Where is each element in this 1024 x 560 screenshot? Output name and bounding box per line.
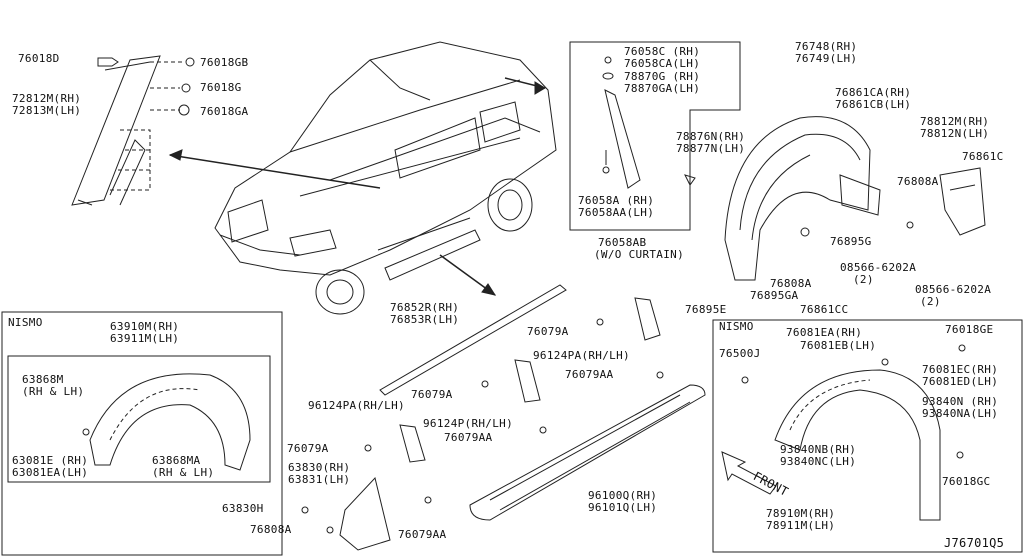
label-08566-a: 08566-6202A bbox=[840, 261, 917, 274]
label-78870g: 78870G (RH) bbox=[624, 70, 701, 83]
mud-guard-front bbox=[301, 476, 391, 551]
label-63910m: 63910M(RH) bbox=[110, 320, 180, 333]
label-76018g: 76018G bbox=[200, 81, 242, 94]
garnish-strip bbox=[71, 55, 161, 206]
label-63868ma: 63868MA bbox=[152, 454, 201, 467]
label-76861c: 76861C bbox=[962, 150, 1004, 163]
label-76808a-3: 76808A bbox=[250, 523, 292, 536]
label-76081eb: 76081EB(LH) bbox=[800, 339, 877, 352]
label-76895e: 76895E bbox=[685, 303, 727, 316]
label-96124p: 96124P(RH/LH) bbox=[423, 417, 513, 430]
label-wo-curtain: (W/O CURTAIN) bbox=[594, 248, 684, 261]
clip-76018g-icon bbox=[181, 83, 191, 93]
label-96124pa-1: 96124PA(RH/LH) bbox=[533, 349, 630, 362]
label-76861cb: 76861CB(LH) bbox=[835, 98, 912, 111]
label-78876n: 78876N(RH) bbox=[676, 130, 746, 143]
label-76808a-1: 76808A bbox=[897, 175, 939, 188]
label-76079aa-2: 76079AA bbox=[444, 431, 493, 444]
label-78877n: 78877N(LH) bbox=[676, 142, 746, 155]
label-63081e: 63081E (RH) bbox=[12, 454, 89, 467]
label-76895ga: 76895GA bbox=[750, 289, 799, 302]
label-76018gc: 76018GC bbox=[942, 475, 991, 488]
label-76500j: 76500J bbox=[719, 347, 761, 360]
label-76081ea: 76081EA(RH) bbox=[786, 326, 863, 339]
label-63830h: 63830H bbox=[222, 502, 264, 515]
label-72813m: 72813M(LH) bbox=[12, 104, 82, 117]
label-78910m: 78910M(RH) bbox=[766, 507, 836, 520]
label-76018d: 76018D bbox=[18, 52, 60, 65]
fender-liner bbox=[724, 116, 914, 281]
label-76749: 76749(LH) bbox=[795, 52, 858, 65]
label-76808a-2: 76808A bbox=[770, 277, 812, 290]
label-76058aa: 76058AA(LH) bbox=[578, 206, 655, 219]
label-93840nb: 93840NB(RH) bbox=[780, 443, 857, 456]
nismo-left-panel bbox=[1, 311, 283, 556]
front-arrow-icon bbox=[721, 451, 777, 495]
clip-76018ga-icon bbox=[178, 104, 190, 116]
label-93840nc: 93840NC(LH) bbox=[780, 455, 857, 468]
label-08566-b-qty: (2) bbox=[920, 295, 941, 308]
section-nismo-right: NISMO bbox=[719, 320, 754, 333]
diagram-code: J76701Q5 bbox=[944, 536, 1005, 550]
label-76058ab: 76058AB bbox=[598, 236, 647, 249]
step-brackets bbox=[364, 297, 664, 504]
label-76895g: 76895G bbox=[830, 235, 872, 248]
nismo-left-fender-flare bbox=[82, 373, 251, 471]
label-76018ga: 76018GA bbox=[200, 105, 249, 118]
nismo-right-panel bbox=[712, 319, 1023, 553]
label-76081ec: 76081EC(RH) bbox=[922, 363, 999, 376]
label-76018gb: 76018GB bbox=[200, 56, 249, 69]
label-72812m: 72812M(RH) bbox=[12, 92, 82, 105]
label-76079a-2: 76079A bbox=[411, 388, 453, 401]
label-08566-b: 08566-6202A bbox=[915, 283, 992, 296]
label-76853r: 76853R(LH) bbox=[390, 313, 460, 326]
label-63868m: 63868M bbox=[22, 373, 64, 386]
label-63081ea: 63081EA(LH) bbox=[12, 466, 89, 479]
label-76058a: 76058A (RH) bbox=[578, 194, 655, 207]
label-76058c: 76058C (RH) bbox=[624, 45, 701, 58]
mud-guard-rear bbox=[939, 167, 986, 236]
label-96101q: 96101Q(LH) bbox=[588, 501, 658, 514]
label-93840n: 93840N (RH) bbox=[922, 395, 999, 408]
label-63830: 63830(RH) bbox=[288, 461, 351, 474]
label-63868ma-side: (RH & LH) bbox=[152, 466, 215, 479]
label-63911m: 63911M(LH) bbox=[110, 332, 180, 345]
label-76018ge: 76018GE bbox=[945, 323, 994, 336]
clip-76018gb-icon bbox=[185, 57, 195, 67]
label-76079a-3: 76079A bbox=[287, 442, 329, 455]
label-96100q: 96100Q(RH) bbox=[588, 489, 658, 502]
side-moulding bbox=[379, 284, 567, 396]
label-76079aa-1: 76079AA bbox=[565, 368, 614, 381]
label-78812m: 78812M(RH) bbox=[920, 115, 990, 128]
label-63831: 63831(LH) bbox=[288, 473, 351, 486]
label-78870ga: 78870GA(LH) bbox=[624, 82, 701, 95]
vehicle-body bbox=[214, 41, 557, 315]
nismo-left-inner bbox=[7, 355, 271, 483]
label-08566-a-qty: (2) bbox=[853, 273, 874, 286]
label-76861cc: 76861CC bbox=[800, 303, 849, 316]
label-76079aa-3: 76079AA bbox=[398, 528, 447, 541]
nismo-right-fender-flare bbox=[741, 344, 966, 521]
garnish-callout-box bbox=[569, 41, 741, 231]
label-93840na: 93840NA(LH) bbox=[922, 407, 999, 420]
screw-76018d-icon bbox=[97, 57, 119, 67]
label-76079a-1: 76079A bbox=[527, 325, 569, 338]
label-76748: 76748(RH) bbox=[795, 40, 858, 53]
label-78911m: 78911M(LH) bbox=[766, 519, 836, 532]
label-63868m-side: (RH & LH) bbox=[22, 385, 85, 398]
label-78812n: 78812N(LH) bbox=[920, 127, 990, 140]
label-96124pa-2: 96124PA(RH/LH) bbox=[308, 399, 405, 412]
running-board bbox=[469, 384, 706, 521]
label-76081ed: 76081ED(LH) bbox=[922, 375, 999, 388]
section-nismo-left: NISMO bbox=[8, 316, 43, 329]
label-76058ca: 76058CA(LH) bbox=[624, 57, 701, 70]
rear-garnish-bracket bbox=[602, 56, 696, 189]
label-76852r: 76852R(RH) bbox=[390, 301, 460, 314]
label-76861ca: 76861CA(RH) bbox=[835, 86, 912, 99]
